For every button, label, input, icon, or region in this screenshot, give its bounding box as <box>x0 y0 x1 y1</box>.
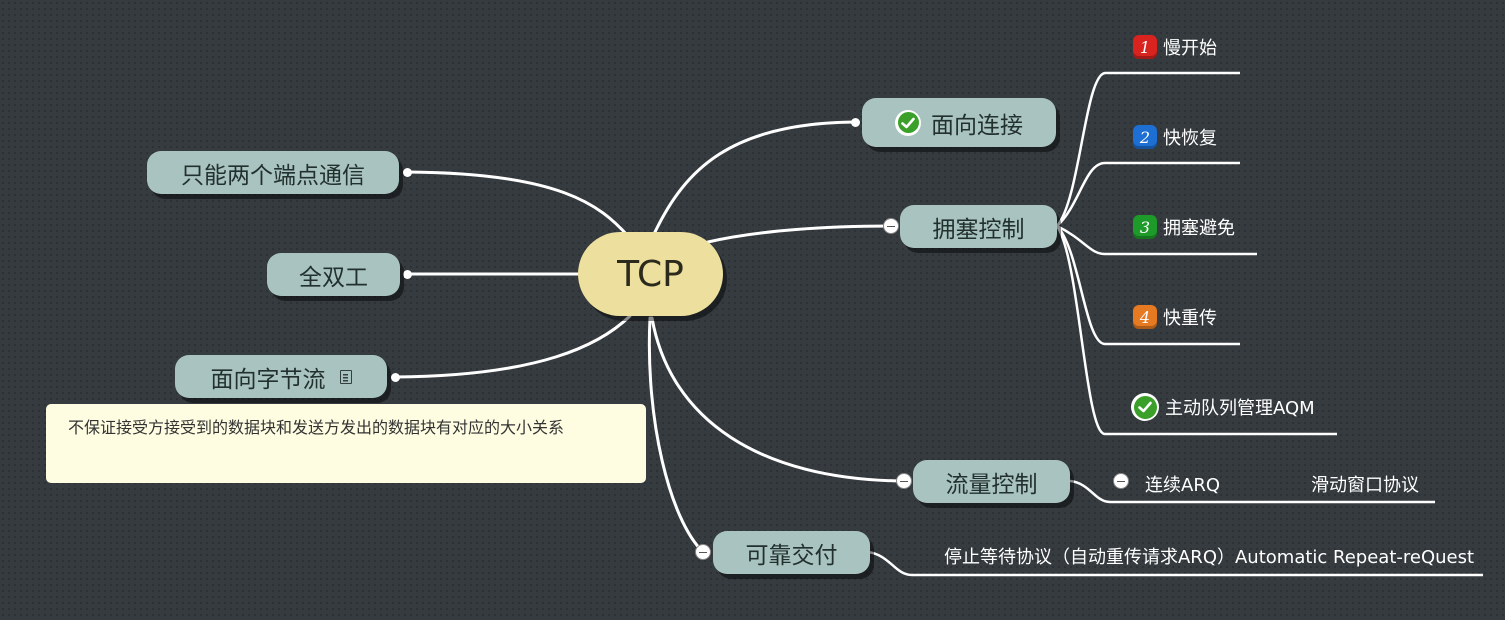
priority-4-icon: 4 <box>1133 305 1157 329</box>
connector-dot <box>391 373 400 382</box>
topic-congestion-control[interactable]: 拥塞控制 <box>900 205 1057 248</box>
subtopic-label: 连续ARQ <box>1145 475 1220 496</box>
subtopic-label: 慢开始 <box>1163 38 1217 59</box>
check-icon <box>1131 393 1159 421</box>
link-root-reliable <box>647 316 705 554</box>
link-root-flow <box>650 316 906 483</box>
topic-connection-oriented[interactable]: 面向连接 <box>862 98 1056 147</box>
note-text: 不保证接受方接受到的数据块和发送方发出的数据块有对应的大小关系 <box>68 418 565 437</box>
topic-label: 全双工 <box>299 264 368 291</box>
subtopic-label: 快重传 <box>1163 308 1217 329</box>
subtopic-label: 滑动窗口协议 <box>1311 475 1419 496</box>
priority-1-icon: 1 <box>1133 35 1157 59</box>
subtopic-label: 主动队列管理AQM <box>1165 398 1315 419</box>
connector-dot <box>403 270 412 279</box>
link-fast-retransmit <box>1056 225 1240 346</box>
topic-label: 拥塞控制 <box>932 216 1025 243</box>
topic-label: 只能两个端点通信 <box>181 162 365 189</box>
collapse-toggle[interactable] <box>695 544 711 560</box>
connector-dot <box>851 118 860 127</box>
root-label: TCP <box>617 253 684 295</box>
subtopic-label: 拥塞避免 <box>1163 218 1235 239</box>
subtopic-label: 停止等待协议（自动重传请求ARQ）Automatic Repeat-reQues… <box>944 547 1475 568</box>
link-root-endpoints <box>405 170 630 238</box>
link-stop-and-wait <box>867 550 1483 577</box>
collapse-toggle[interactable] <box>896 473 912 489</box>
subtopic-fast-retransmit[interactable]: 4 快重传 <box>1133 304 1217 330</box>
subtopic-stop-and-wait[interactable]: 停止等待协议（自动重传请求ARQ）Automatic Repeat-reQues… <box>944 543 1474 569</box>
topic-label: 面向连接 <box>931 112 1023 139</box>
topic-label: 面向字节流 <box>210 366 326 393</box>
collapse-toggle[interactable] <box>1113 473 1129 489</box>
subtopic-sliding-window[interactable]: 滑动窗口协议 <box>1311 471 1419 497</box>
subtopic-continuous-arq[interactable]: 连续ARQ <box>1145 471 1220 497</box>
subtopic-slow-start[interactable]: 1 慢开始 <box>1133 34 1217 60</box>
priority-3-icon: 3 <box>1133 215 1157 239</box>
connector-dot <box>403 168 412 177</box>
subtopic-fast-recovery[interactable]: 2 快恢复 <box>1133 124 1217 150</box>
subtopic-label: 快恢复 <box>1163 128 1217 149</box>
link-congestion-avoidance <box>1056 224 1257 256</box>
subtopic-congestion-avoidance[interactable]: 3 拥塞避免 <box>1133 214 1235 240</box>
link-aqm <box>1055 225 1337 436</box>
link-fast-recovery <box>1056 161 1240 227</box>
topic-flow-control[interactable]: 流量控制 <box>913 460 1070 503</box>
link-root-connection <box>653 120 857 234</box>
topic-endpoints[interactable]: 只能两个端点通信 <box>147 151 399 194</box>
topic-byte-stream[interactable]: 面向字节流 <box>175 355 387 398</box>
topic-label: 流量控制 <box>945 471 1038 498</box>
collapse-toggle[interactable] <box>883 218 899 234</box>
priority-2-icon: 2 <box>1133 125 1157 149</box>
link-continuous-arq <box>1069 479 1435 504</box>
topic-reliable-delivery[interactable]: 可靠交付 <box>713 531 870 574</box>
link-slow-start <box>1056 71 1240 227</box>
note-icon[interactable] <box>339 369 352 384</box>
root-topic-tcp[interactable]: TCP <box>578 232 723 316</box>
link-root-bytestream <box>393 314 632 379</box>
note-popup: 不保证接受方接受到的数据块和发送方发出的数据块有对应的大小关系 <box>46 404 646 483</box>
subtopic-aqm[interactable]: 主动队列管理AQM <box>1131 393 1315 421</box>
topic-full-duplex[interactable]: 全双工 <box>267 253 400 296</box>
check-icon <box>895 109 921 136</box>
topic-label: 可靠交付 <box>745 542 838 569</box>
link-root-congestion <box>706 224 893 244</box>
